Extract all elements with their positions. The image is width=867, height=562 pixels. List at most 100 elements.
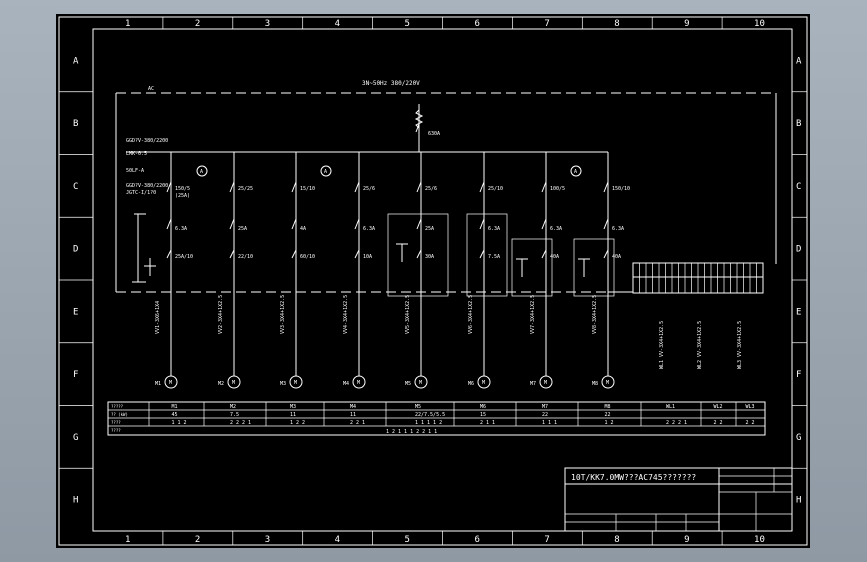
motor-id: M2 [218, 381, 224, 387]
row-mark-left: H [73, 496, 78, 506]
col-mark-top: 10 [754, 19, 765, 29]
col-mark-top: 2 [195, 19, 200, 29]
control-box [466, 213, 508, 297]
row-mark-left: F [73, 370, 78, 380]
table-cell-detail: 2 1 1 [480, 420, 495, 426]
relay-rating: 6.3A [175, 226, 187, 232]
row-mark-right: C [796, 182, 801, 192]
terminal-block [608, 262, 764, 294]
col-mark-top: 3 [265, 19, 270, 29]
col-mark-bottom: 6 [474, 535, 479, 545]
motor-icon-letter: M [357, 380, 360, 386]
relay-rating: 6.3A [488, 226, 500, 232]
col-mark-top: 9 [684, 19, 689, 29]
table-row-label: ???? [111, 420, 121, 425]
panel-type: GGD?V-380/2200 [126, 138, 168, 144]
motor-icon-letter: M [419, 380, 422, 386]
table-row-label: ????? [111, 404, 124, 409]
ac-tag: AC [148, 86, 154, 92]
table-cell-detail: 2 2 2 1 [666, 420, 687, 426]
cable-spec: VV7-3X4+1X2.5 [530, 295, 536, 334]
motor-icon-letter: M [169, 380, 172, 386]
table-cell-kw: 11 [290, 412, 296, 418]
table-cell-detail: 1 2 2 [290, 420, 305, 426]
contactor-rating: 7.5A [488, 254, 500, 260]
ct-rating: 25/6 [425, 186, 437, 192]
col-mark-top: 8 [614, 19, 619, 29]
col-mark-bottom: 2 [195, 535, 200, 545]
table-cell-kw: 15 [480, 412, 486, 418]
inner-frame [92, 28, 793, 532]
col-mark-bottom: 4 [335, 535, 340, 545]
table-cell-detail: 1 1 1 1 2 [415, 420, 442, 426]
ct-rating: 100/5 [550, 186, 565, 192]
row-mark-right: A [796, 56, 802, 66]
table-cell-id: M3 [290, 404, 296, 410]
supply-label: 3N~50Hz 380/220V [362, 80, 420, 87]
row-mark-left: D [73, 245, 78, 255]
contactor-rating: 22/10 [238, 254, 253, 260]
cable-spec: VV2-3X4+1X2.5 [218, 295, 224, 334]
contactor-rating: 40A [612, 254, 621, 260]
table-cell-detail: 2 2 2 1 [230, 420, 251, 426]
motor-icon [539, 375, 553, 389]
ammeter-icon [570, 165, 582, 177]
motor-branches: 150/5(25A)6.3A25A/10VV1-3X6+1X4MM125/252… [155, 152, 630, 389]
table-cell-id: WL3 [746, 404, 755, 410]
table-cell-id: M6 [480, 404, 486, 410]
table-row-label: ?? (kW) [111, 412, 128, 417]
ct-rating: 25/10 [488, 186, 503, 192]
control-box [387, 213, 449, 297]
ct-rating: 25/25 [238, 186, 253, 192]
row-mark-right: D [796, 245, 801, 255]
main-rating: 630A [428, 131, 440, 137]
table-cell-kw: 22 [605, 412, 611, 418]
row-mark-right: B [796, 119, 801, 129]
drawing-title: 10T/KK7.0MW???AC745??????? [571, 473, 696, 482]
row-mark-left: A [73, 56, 79, 66]
relay-rating: 6.3A [363, 226, 375, 232]
motor-icon-letter: M [482, 380, 485, 386]
control-box [573, 238, 615, 297]
ammeter-icon [196, 165, 208, 177]
col-mark-top: 4 [335, 19, 340, 29]
row-mark-right: F [796, 370, 801, 380]
relay-rating: 25A [425, 226, 434, 232]
motor-icon [164, 375, 178, 389]
motor-id: M3 [280, 381, 286, 387]
motor-icon [352, 375, 366, 389]
table-cell-id: WL1 [666, 404, 675, 410]
motor-icon [414, 375, 428, 389]
outer-frame [58, 16, 808, 546]
contactor-rating: 25A/10 [175, 254, 193, 260]
spare-line-label: WL3 VV-3X4+1X2.5 [737, 321, 743, 369]
motor-id: M7 [530, 381, 536, 387]
row-mark-right: H [796, 496, 801, 506]
cable-spec: VV1-3X6+1X4 [155, 301, 161, 334]
row-mark-right: G [796, 433, 801, 443]
table-row-label: ???? [111, 428, 121, 433]
contactor-rating: 10A [363, 254, 372, 260]
row-mark-left: G [73, 433, 78, 443]
col-mark-bottom: 5 [405, 535, 410, 545]
motor-icon-letter: M [294, 380, 297, 386]
cable-spec: VV3-3X4+1X2.5 [280, 295, 286, 334]
motor-icon [227, 375, 241, 389]
col-mark-top: 7 [544, 19, 549, 29]
motor-id: M8 [592, 381, 598, 387]
ct-spec: JGTC-I/1?0 [126, 190, 156, 196]
table-cell-kw: 45 [172, 412, 178, 418]
relay-rating: 6.3A [612, 226, 624, 232]
table-cell-id: WL2 [714, 404, 723, 410]
motor-id: M1 [155, 381, 161, 387]
